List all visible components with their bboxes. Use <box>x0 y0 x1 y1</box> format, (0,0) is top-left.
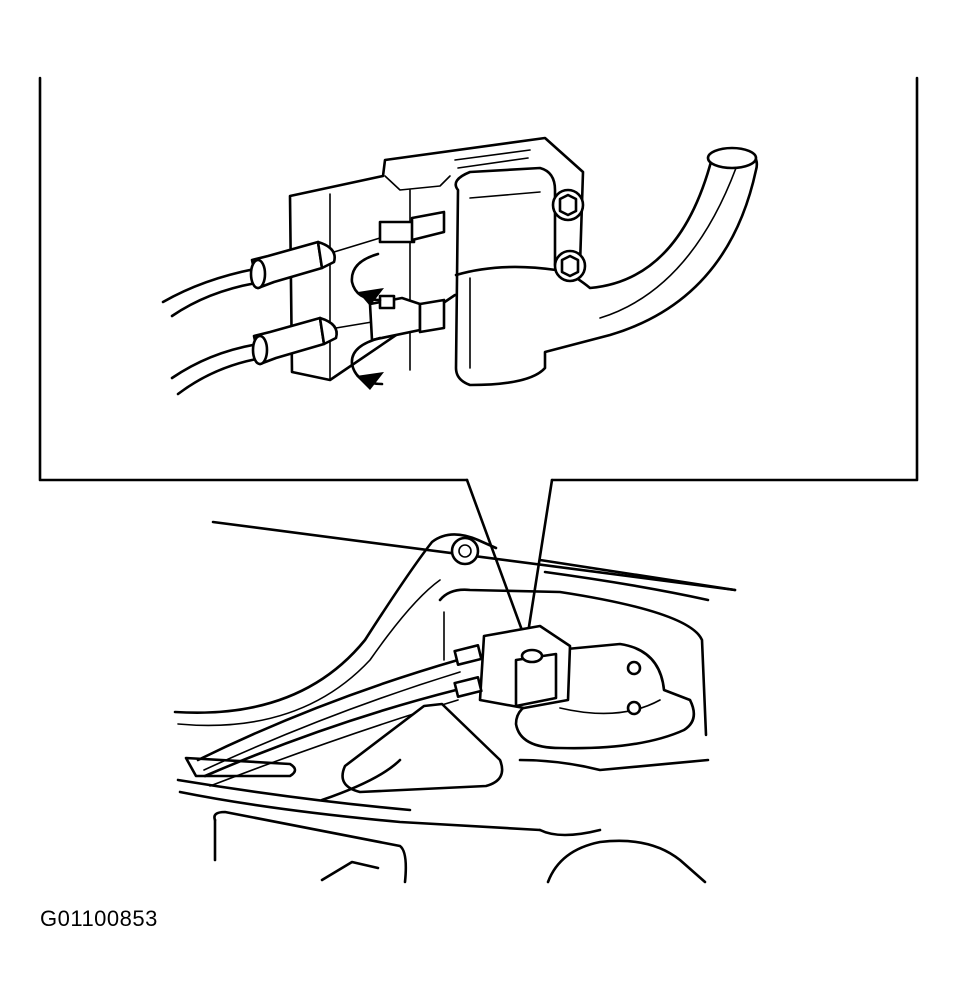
inside-handle-lever <box>454 146 759 387</box>
upper-release-cable <box>161 210 446 318</box>
rotate-arrow-upper-icon <box>350 252 384 306</box>
mounting-bolt-lower <box>553 249 587 283</box>
detail-callout-frame <box>38 76 919 635</box>
door-panel-overview <box>173 520 737 884</box>
lower-release-cable <box>170 294 446 396</box>
door-panel-bolt <box>450 536 480 566</box>
detail-handle-assembly <box>161 136 759 396</box>
cables-overview <box>196 644 483 787</box>
mounting-bolt-upper <box>551 188 585 222</box>
handle-housing-small <box>478 624 572 710</box>
rotate-arrow-lower-icon <box>350 336 384 390</box>
figure-id-label: G01100853 <box>40 906 158 931</box>
